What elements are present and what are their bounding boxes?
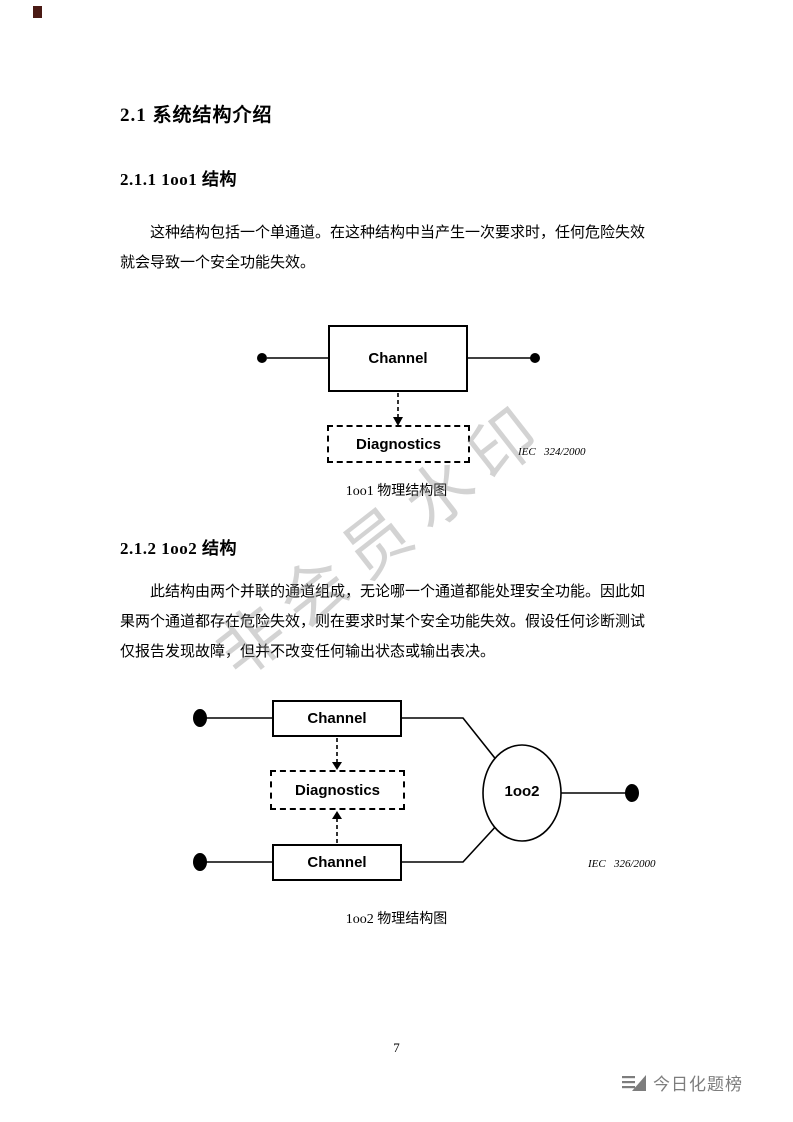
channel-box: Channel bbox=[328, 325, 468, 392]
brand-logo-icon bbox=[622, 1074, 646, 1091]
diagram-1oo1: Channel Diagnostics IEC 324/2000 bbox=[0, 315, 793, 485]
input-node-dot bbox=[257, 353, 267, 363]
diagnostics-box: Diagnostics bbox=[327, 425, 470, 463]
paragraph-line: 就会导致一个安全功能失效。 bbox=[120, 255, 316, 271]
arrow-down-icon bbox=[332, 762, 342, 770]
output-node-dot bbox=[625, 784, 639, 802]
output-node-dot bbox=[530, 353, 540, 363]
channel-top-to-voter-line bbox=[402, 717, 499, 763]
section-title: 2.1 系统结构介绍 bbox=[120, 105, 273, 126]
channel-top-label: Channel bbox=[307, 710, 367, 727]
arrow-down-icon bbox=[393, 417, 403, 426]
channel-box-top: Channel bbox=[272, 700, 402, 737]
page-number: 7 bbox=[393, 1040, 400, 1055]
voter-label: 1oo2 bbox=[504, 783, 540, 800]
diagnostics-label: Diagnostics bbox=[355, 435, 442, 453]
figure-caption-1oo1: 1oo1 物理结构图 bbox=[345, 484, 448, 499]
paragraph-line: 仅报告发现故障，但并不改变任何输出状态或输出表决。 bbox=[120, 644, 496, 660]
diagram-1oo2-lines bbox=[193, 709, 639, 871]
paragraph-line: 果两个通道都存在危险失效，则在要求时某个安全功能失效。假设任何诊断测试 bbox=[120, 614, 646, 630]
paragraph-line: 这种结构包括一个单通道。在这种结构中当产生一次要求时，任何危险失效 bbox=[150, 225, 646, 241]
paragraph-line: 此结构由两个并联的通道组成，无论哪一个通道都能处理安全功能。因此如 bbox=[150, 584, 646, 600]
brand-name: 今日化题榜 bbox=[653, 1075, 743, 1094]
input-node-dot-bottom bbox=[193, 853, 207, 871]
subsection-heading-1oo1: 2.1.1 1oo1 结构 bbox=[120, 170, 237, 189]
paragraph-1oo1: 这种结构包括一个单通道。在这种结构中当产生一次要求时，任何危险失效 就会导致一个… bbox=[120, 218, 682, 278]
input-node-dot-top bbox=[193, 709, 207, 727]
figure-reference: IEC 324/2000 bbox=[518, 446, 586, 458]
channel-label: Channel bbox=[368, 350, 428, 367]
channel-box-bottom: Channel bbox=[272, 844, 402, 881]
arrow-up-icon bbox=[332, 811, 342, 819]
diagnostics-box: Diagnostics bbox=[270, 770, 405, 810]
footer-brand: 今日化题榜 bbox=[622, 1070, 743, 1095]
paragraph-1oo2: 此结构由两个并联的通道组成，无论哪一个通道都能处理安全功能。因此如 果两个通道都… bbox=[120, 577, 682, 667]
subsection-heading-1oo2: 2.1.2 1oo2 结构 bbox=[120, 539, 237, 558]
figure-reference: IEC 326/2000 bbox=[588, 858, 656, 870]
channel-bottom-to-voter-line bbox=[402, 823, 499, 863]
figure-caption-1oo2: 1oo2 物理结构图 bbox=[345, 912, 448, 927]
channel-bottom-label: Channel bbox=[307, 854, 367, 871]
diagnostics-label: Diagnostics bbox=[294, 781, 381, 799]
corner-artifact bbox=[33, 6, 42, 18]
diagram-1oo2: Channel Diagnostics Channel 1oo2 IEC 326… bbox=[0, 690, 793, 895]
diagram-1oo1-lines bbox=[257, 353, 540, 426]
